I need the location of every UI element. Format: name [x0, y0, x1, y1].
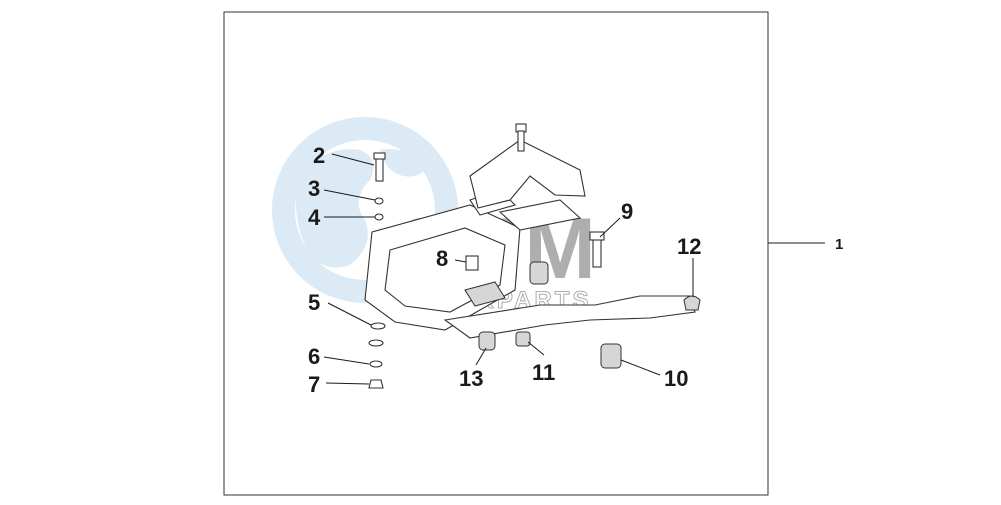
- grommet-13: [478, 331, 496, 351]
- nut-7: [368, 379, 384, 389]
- callout-1-assembly: 1: [835, 236, 843, 253]
- bolt-9: [589, 231, 605, 268]
- bolt-top: [515, 123, 527, 152]
- leader-lines: [323, 153, 825, 385]
- callout-12: 12: [677, 234, 701, 259]
- nut-3: [374, 197, 384, 205]
- carrier-bracket: [364, 139, 696, 339]
- spacer-10: [600, 343, 622, 369]
- washer-6: [368, 339, 384, 347]
- callout-9: 9: [621, 199, 633, 224]
- spacer-top: [529, 261, 549, 285]
- cap-12: [683, 295, 701, 311]
- washer-4: [374, 213, 384, 221]
- callout-13: 13: [459, 366, 483, 391]
- diagram-frame: [223, 11, 769, 496]
- callout-labels: 2 3 4 5 6 7 8 9 10 11 12 13 1: [308, 143, 843, 397]
- callout-10: 10: [664, 366, 688, 391]
- callout-2: 2: [313, 143, 325, 168]
- spacer-11: [515, 331, 531, 347]
- callout-7: 7: [308, 372, 320, 397]
- washer-6b: [369, 360, 383, 368]
- callout-4: 4: [308, 205, 321, 230]
- callout-8: 8: [436, 246, 448, 271]
- screw-8: [465, 255, 479, 271]
- washer-5: [370, 322, 386, 330]
- callout-5: 5: [308, 290, 320, 315]
- callout-6: 6: [308, 344, 320, 369]
- callout-3: 3: [308, 176, 320, 201]
- callout-11: 11: [532, 360, 555, 385]
- bolt-2: [373, 152, 386, 182]
